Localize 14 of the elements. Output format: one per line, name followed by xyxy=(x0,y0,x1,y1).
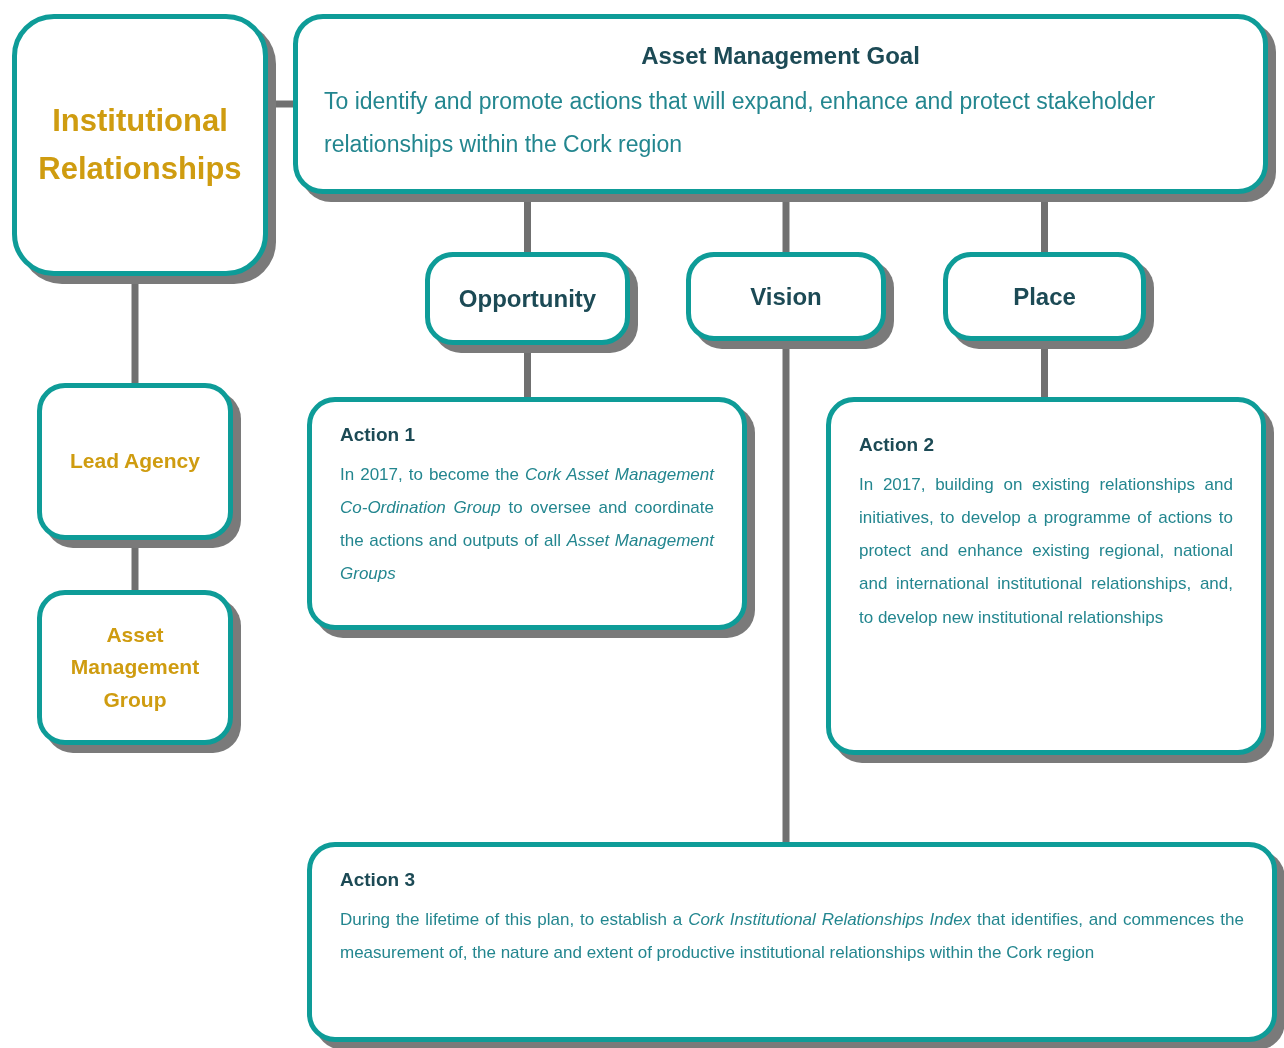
node-description: In 2017, to become the Cork Asset Management Co-Ordination Group to oversee and coordinate the actions and outputs of all Asset Management Groups xyxy=(340,464,714,586)
node-description: During the lifetime of this plan, to establish a Cork Institutional Relationships Index that identifies, and commences the measurement of, the nature and extent of productive institutional relationships within the Cork region xyxy=(340,909,1244,965)
node-heading: Action 2 xyxy=(859,434,935,456)
node-description: To identify and promote actions that will expand, enhance and protect stakeholder relationships within the Cork region xyxy=(324,87,1157,159)
node-label: Asset Management Group xyxy=(69,621,201,713)
node-description: In 2017, building on existing relationships and initiatives, to develop a programme of actions to protect and enhance existing regional, national and international institutional relationships, and, to develop new institutional relationships xyxy=(859,474,1233,629)
node-heading: Asset Management Goal xyxy=(641,42,920,71)
node-label: Place xyxy=(1013,282,1076,311)
node-label: Vision xyxy=(750,282,822,311)
node-label: Opportunity xyxy=(458,284,597,313)
node-label: Lead Agency xyxy=(70,448,200,475)
node-heading: Action 1 xyxy=(340,424,416,446)
node-label: Institutional Relationships xyxy=(37,101,243,188)
node-heading: Action 3 xyxy=(340,869,416,891)
